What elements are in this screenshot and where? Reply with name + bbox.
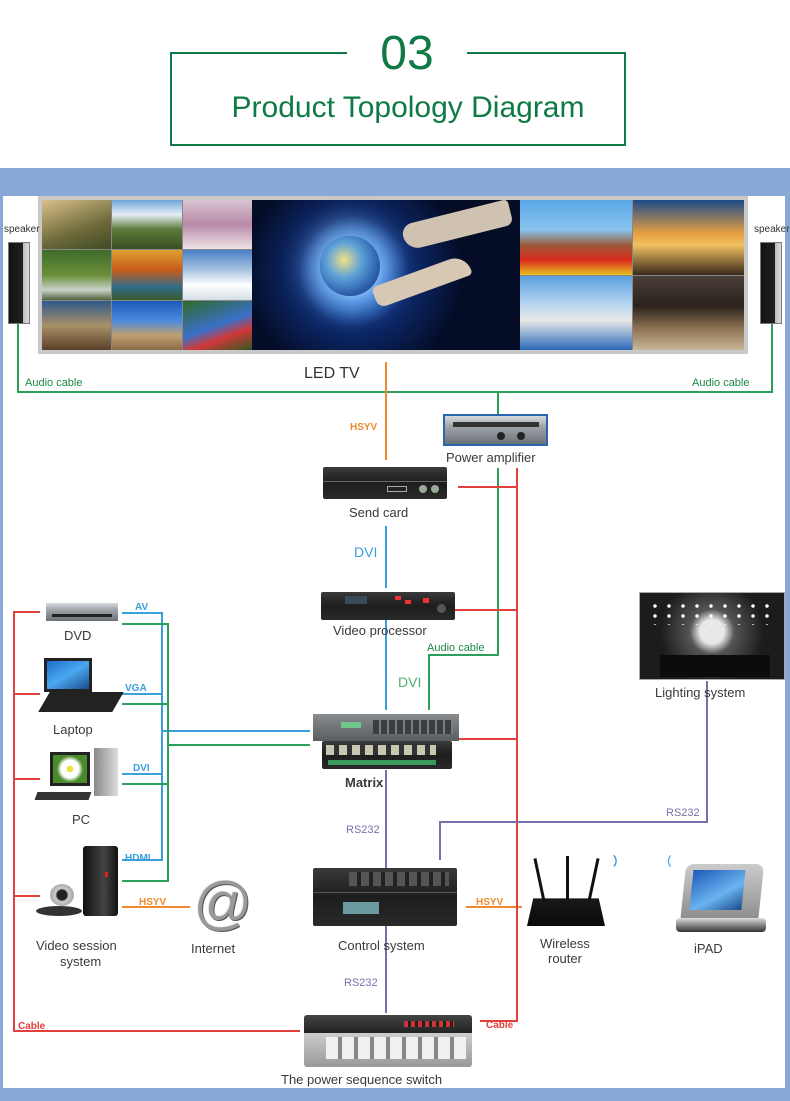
- title-frame: [170, 52, 626, 146]
- power-amplifier-device: [443, 414, 548, 446]
- internet-at-icon: @: [193, 871, 253, 936]
- ipad-label: iPAD: [694, 941, 723, 956]
- hdmi-label: HDMI: [125, 853, 151, 864]
- ipad-device: [679, 864, 765, 924]
- photo-tile: [42, 300, 112, 350]
- hand-graphic: [371, 253, 473, 309]
- control-system-device: [313, 868, 457, 926]
- video-session-unit: [83, 846, 118, 916]
- wireless-router-label-line1: Wireless: [540, 936, 590, 951]
- hand-graphic: [400, 199, 514, 251]
- video-camera: [50, 884, 74, 906]
- rs232-label-lighting: RS232: [666, 807, 700, 819]
- led-video-wall: [38, 196, 748, 354]
- pc-keyboard: [34, 792, 92, 800]
- audio-cable-label-mid: Audio cable: [427, 642, 485, 654]
- matrix-device-lower: [322, 741, 452, 769]
- video-session-label-line1: Video session: [36, 938, 117, 953]
- section-number: 03: [380, 27, 434, 80]
- video-session-label-line2: system: [60, 954, 102, 969]
- section-title: Product Topology Diagram: [231, 91, 585, 124]
- lighting-system-image: [639, 592, 785, 680]
- pc-tower: [94, 748, 118, 796]
- photo-tile: [520, 200, 632, 275]
- power-amplifier-label: Power amplifier: [446, 450, 536, 465]
- photo-tile: [632, 200, 744, 275]
- photo-tile: [42, 200, 112, 250]
- internet-label: Internet: [191, 941, 236, 956]
- laptop-keyboard: [38, 692, 124, 712]
- photo-tile: [112, 250, 182, 300]
- video-processor-label: Video processor: [333, 623, 427, 638]
- audio-cable-label-left: Audio cable: [25, 377, 83, 389]
- photo-grid-right: [520, 200, 744, 350]
- dvi-label-send: DVI: [354, 544, 378, 560]
- send-card-device: [323, 467, 447, 499]
- photo-tile: [182, 300, 252, 350]
- lighting-system-label: Lighting system: [655, 685, 746, 700]
- speaker-left: [8, 242, 30, 324]
- video-processor-device: [321, 592, 455, 620]
- rs232-label-matrix: RS232: [346, 824, 380, 836]
- dvi-label-matrix: DVI: [398, 674, 422, 690]
- header: 03 Product Topology Diagram: [0, 0, 790, 168]
- send-card-label: Send card: [349, 505, 409, 520]
- vga-label: VGA: [125, 683, 147, 694]
- control-system-label: Control system: [338, 938, 425, 953]
- hsyv-label-internet: HSYV: [139, 897, 167, 908]
- photo-tile: [42, 250, 112, 300]
- router-antenna: [566, 856, 569, 900]
- dvd-label: DVD: [64, 628, 92, 643]
- matrix-device: [313, 714, 459, 741]
- wireless-router-device: [527, 898, 605, 926]
- speaker-right: [760, 242, 782, 324]
- pc-label: PC: [72, 812, 91, 827]
- laptop-device: [44, 658, 92, 692]
- photo-tile: [182, 250, 252, 300]
- power-sequence-switch-device: [304, 1015, 472, 1067]
- matrix-label: Matrix: [345, 775, 384, 790]
- cable-label-right: Cable: [486, 1020, 514, 1031]
- audio-cable-label-right: Audio cable: [692, 377, 750, 389]
- rs232-label-power: RS232: [344, 977, 378, 989]
- earth-hand-image: [252, 199, 520, 350]
- title-frame-top-right: [467, 52, 626, 54]
- ipad-dock: [676, 918, 766, 932]
- dvi-label-pc: DVI: [133, 763, 150, 774]
- dvd-device: [46, 603, 118, 621]
- led-tv-label: LED TV: [304, 365, 360, 382]
- photo-tile: [182, 200, 252, 250]
- hsyv-label-router: HSYV: [476, 897, 504, 908]
- pc-monitor: [50, 752, 90, 786]
- wireless-router-label-line2: router: [548, 951, 582, 966]
- photo-tile: [112, 200, 182, 250]
- conference-mic: [36, 906, 82, 916]
- speaker-left-label: speaker: [4, 224, 40, 235]
- av-label: AV: [135, 602, 149, 613]
- photo-tile: [520, 275, 632, 350]
- photo-tile: [112, 300, 182, 350]
- title-frame-top-left: [170, 52, 347, 54]
- photo-tile: [632, 275, 744, 350]
- power-sequence-switch-label: The power sequence switch: [281, 1072, 443, 1087]
- speaker-right-label: speaker: [754, 224, 790, 235]
- earth-graphic: [320, 236, 380, 296]
- cable-label-left: Cable: [18, 1021, 46, 1032]
- photo-grid-left: [42, 200, 252, 350]
- laptop-label: Laptop: [53, 722, 93, 737]
- hsyv-label-led: HSYV: [350, 422, 378, 433]
